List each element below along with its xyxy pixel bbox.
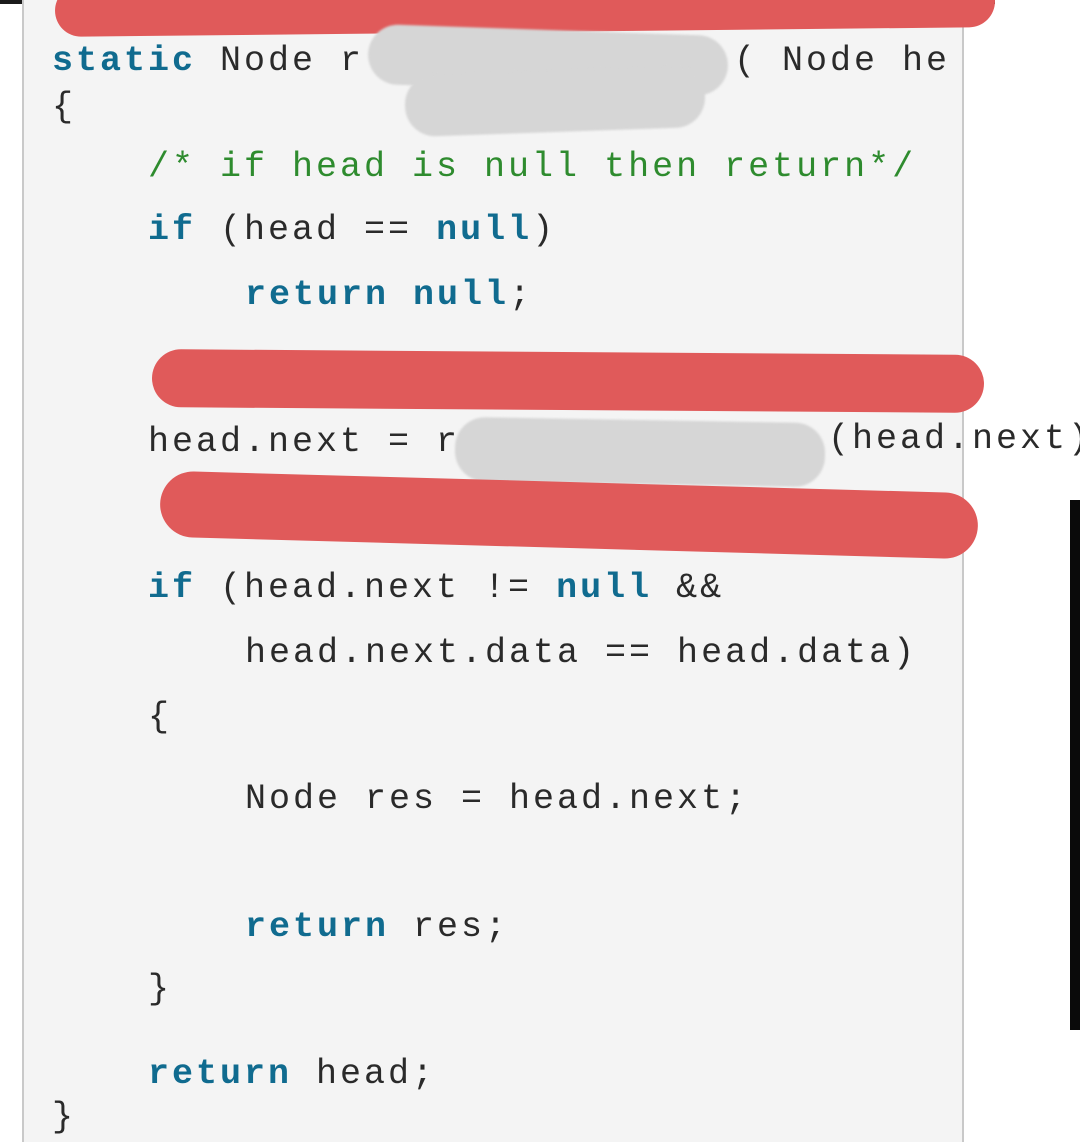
keyword-return: return xyxy=(245,907,390,947)
inner-close-brace: } xyxy=(148,969,173,1009)
keyword-return: return xyxy=(245,275,390,315)
keyword-if: if xyxy=(148,210,197,250)
node-res-line: Node res = head.next; xyxy=(245,779,750,819)
inner-open-brace: { xyxy=(148,697,173,737)
return-value: res; xyxy=(389,907,510,947)
close-brace: } xyxy=(52,1097,77,1137)
keyword-null: null xyxy=(556,568,653,608)
redaction-recursive-name xyxy=(454,416,826,488)
return-value: head; xyxy=(292,1054,437,1094)
keyword-return: return xyxy=(148,1054,293,1094)
and-operator: && xyxy=(652,568,725,608)
if-duplicate-line: if (head.next != null && xyxy=(148,571,724,606)
keyword-if: if xyxy=(148,568,197,608)
signature-params: ( Node he xyxy=(734,41,951,81)
keyword-static: static xyxy=(52,41,197,81)
if-head-null-line: if (head == null) xyxy=(148,213,556,248)
return-res-line: return res; xyxy=(245,910,509,945)
redaction-comment-1 xyxy=(151,349,985,413)
code-panel xyxy=(22,0,964,1142)
return-head-line: return head; xyxy=(148,1057,436,1092)
close-paren: ) xyxy=(532,210,557,250)
return-null-line: return null; xyxy=(245,278,533,313)
open-brace: { xyxy=(52,87,77,127)
keyword-null: null xyxy=(436,210,533,250)
semicolon: ; xyxy=(509,275,534,315)
code-line-signature: static Node r xyxy=(52,44,364,79)
data-compare-line: head.next.data == head.data) xyxy=(245,633,918,673)
if-condition: (head.next != xyxy=(196,568,557,608)
comment-null-check: /* if head is null then return*/ xyxy=(148,147,917,187)
recursive-call-args: (head.next) xyxy=(828,419,1080,459)
code-line-signature-params: ( Node he xyxy=(734,44,950,79)
right-edge-shadow xyxy=(1070,500,1080,1030)
keyword-null: null xyxy=(413,275,510,315)
recursive-call-line: head.next = r xyxy=(148,425,460,460)
redaction-function-name-2 xyxy=(404,64,706,138)
signature-start: Node r xyxy=(196,41,365,81)
assign-head-next: head.next = r xyxy=(148,422,461,462)
if-condition: (head == xyxy=(196,210,437,250)
space xyxy=(389,275,413,315)
